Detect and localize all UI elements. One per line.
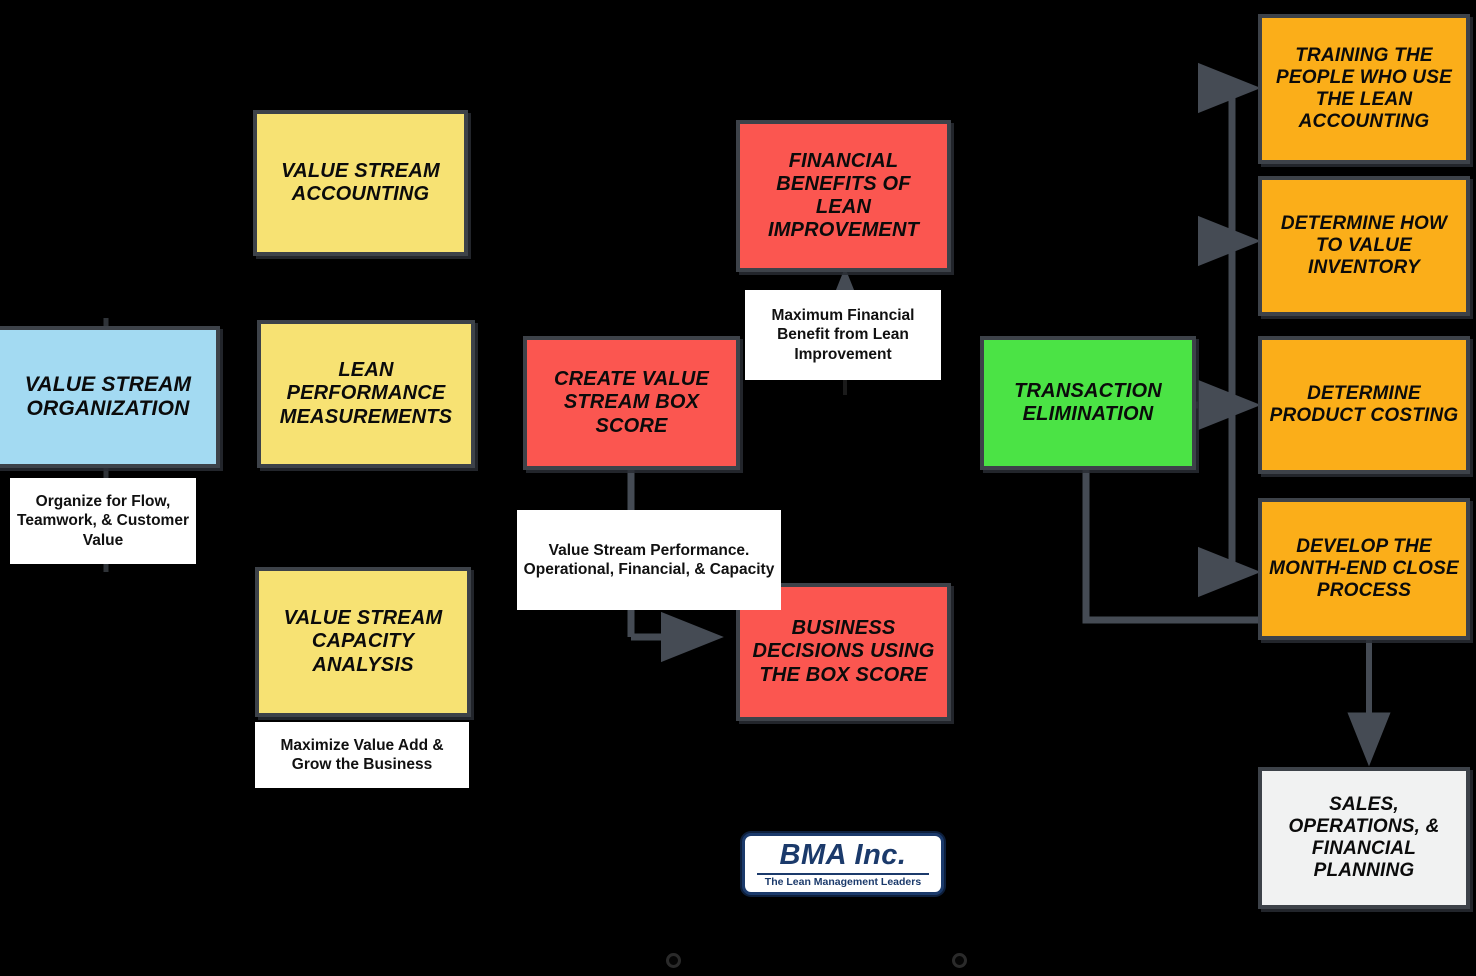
- artifact-dot-left: [666, 953, 681, 968]
- node-create-value-stream-box-score[interactable]: CREATE VALUE STREAM BOX SCORE: [523, 336, 740, 470]
- annotation-text: Maximize Value Add & Grow the Business: [280, 736, 444, 773]
- node-label: DEVELOP THE MONTH-END CLOSE PROCESS: [1269, 535, 1459, 602]
- annotation-text: Organize for Flow, Teamwork, & Customer …: [17, 492, 189, 549]
- node-business-decisions-using-the-box-score[interactable]: BUSINESS DECISIONS USING THE BOX SCORE: [736, 583, 951, 721]
- node-value-stream-accounting[interactable]: VALUE STREAM ACCOUNTING: [253, 110, 468, 256]
- annotation-organize-for-flow: Organize for Flow, Teamwork, & Customer …: [10, 478, 196, 564]
- annotation-value-stream-performance: Value Stream Performance. Operational, F…: [517, 510, 781, 610]
- node-label: TRAINING THE PEOPLE WHO USE THE LEAN ACC…: [1276, 44, 1452, 133]
- bma-logo-divider: [756, 872, 930, 875]
- node-label: DETERMINE PRODUCT COSTING: [1269, 382, 1459, 426]
- connector-transaction-to-right-column: [1196, 62, 1261, 598]
- connector-transaction-bottom-to-monthend: [1082, 470, 1258, 624]
- annotation-text: Maximum Financial Benefit from Lean Impr…: [771, 306, 915, 363]
- node-label: FINANCIAL BENEFITS OF LEAN IMPROVEMENT: [767, 149, 920, 242]
- node-label: VALUE STREAM ACCOUNTING: [281, 159, 440, 205]
- node-label: DETERMINE HOW TO VALUE INVENTORY: [1280, 212, 1448, 279]
- node-determine-product-costing[interactable]: DETERMINE PRODUCT COSTING: [1258, 336, 1470, 474]
- node-label: VALUE STREAM ORGANIZATION: [24, 372, 192, 420]
- annotation-maximize-value-add: Maximize Value Add & Grow the Business: [255, 722, 469, 788]
- artifact-dot-right: [952, 953, 967, 968]
- node-label: LEAN PERFORMANCE MEASUREMENTS: [279, 359, 453, 428]
- bma-logo-name: BMA Inc.: [779, 838, 907, 871]
- annotation-maximum-financial-benefit: Maximum Financial Benefit from Lean Impr…: [745, 290, 941, 380]
- node-financial-benefits-of-lean-improvement[interactable]: FINANCIAL BENEFITS OF LEAN IMPROVEMENT: [736, 120, 951, 272]
- node-develop-the-month-end-close-process[interactable]: DEVELOP THE MONTH-END CLOSE PROCESS: [1258, 498, 1470, 640]
- node-value-stream-capacity-analysis[interactable]: VALUE STREAM CAPACITY ANALYSIS: [255, 567, 471, 717]
- node-lean-performance-measurements[interactable]: LEAN PERFORMANCE MEASUREMENTS: [257, 320, 475, 468]
- node-label: SALES, OPERATIONS, & FINANCIAL PLANNING: [1288, 793, 1440, 882]
- bma-logo-tagline: The Lean Management Leaders: [764, 875, 922, 888]
- bma-logo: BMA Inc. The Lean Management Leaders: [742, 833, 944, 895]
- node-value-stream-organization[interactable]: VALUE STREAM ORGANIZATION: [0, 326, 220, 468]
- node-determine-how-to-value-inventory[interactable]: DETERMINE HOW TO VALUE INVENTORY: [1258, 176, 1470, 316]
- node-label: VALUE STREAM CAPACITY ANALYSIS: [283, 607, 443, 676]
- annotation-text: Value Stream Performance. Operational, F…: [523, 541, 775, 578]
- node-label: TRANSACTION ELIMINATION: [1014, 379, 1162, 425]
- node-transaction-elimination[interactable]: TRANSACTION ELIMINATION: [980, 336, 1196, 470]
- node-label: CREATE VALUE STREAM BOX SCORE: [554, 368, 709, 437]
- node-sales-operations-financial-planning[interactable]: SALES, OPERATIONS, & FINANCIAL PLANNING: [1258, 767, 1470, 909]
- node-training-the-people[interactable]: TRAINING THE PEOPLE WHO USE THE LEAN ACC…: [1258, 14, 1470, 164]
- node-label: BUSINESS DECISIONS USING THE BOX SCORE: [752, 617, 935, 686]
